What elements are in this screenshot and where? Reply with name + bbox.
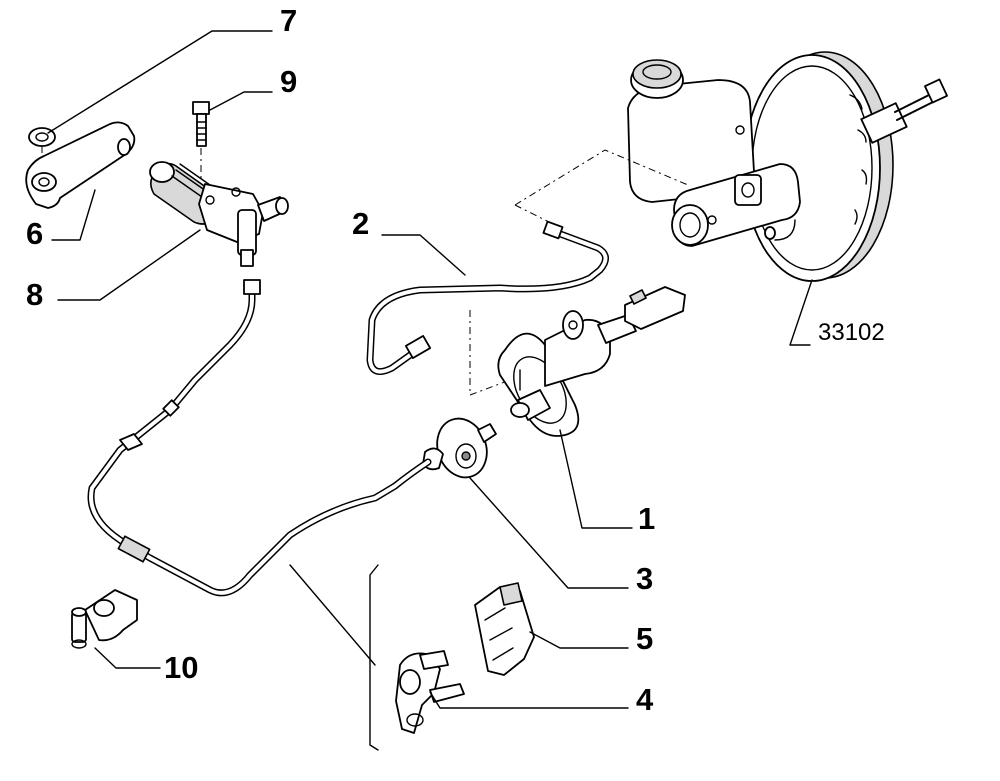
group-pointer [289,564,376,666]
clutch-cylinder-3 [422,417,497,479]
clutch-hose [87,279,432,597]
clip-5 [474,582,535,676]
callout-3: 3 [636,561,654,596]
assembly-guide-line-3 [469,310,511,396]
callout-4: 4 [636,682,654,717]
leader-3 [469,477,629,589]
leader-5 [529,631,629,649]
lever-6 [25,121,136,209]
callout-7: 7 [280,3,298,38]
leader-2 [381,234,466,276]
leader-7 [47,30,273,134]
callout-8: 8 [26,277,44,312]
leader-33102 [789,279,813,346]
clutch-master-cylinder-1 [497,286,686,437]
clutch-pipe-2 [366,220,609,376]
callout-9: 9 [280,64,298,99]
callout-6: 6 [26,216,44,251]
leader-10 [94,647,161,669]
callout-10: 10 [164,650,199,685]
clip-4 [395,650,465,734]
assembly-guide-line [514,149,689,206]
clip-10 [71,589,138,649]
callout-1: 1 [638,501,656,536]
callout-5: 5 [636,621,654,656]
brake-master-cylinder [627,59,801,247]
slave-cylinder-8 [149,161,289,267]
group-bracket [369,564,379,751]
callout-33102: 33102 [818,319,885,346]
leader-8 [57,229,201,301]
bolt-9 [192,101,210,182]
callout-2: 2 [352,206,370,241]
brake-servo-booster [743,51,948,282]
leader-4 [429,691,629,709]
leader-lines [47,30,813,709]
leader-9 [209,91,273,111]
leader-1 [559,429,633,529]
leader-6 [51,189,96,241]
